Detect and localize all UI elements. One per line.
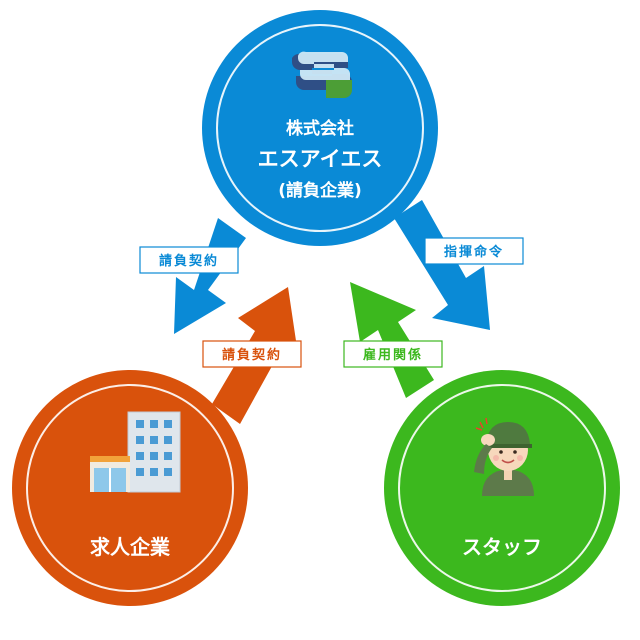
label-contractor-to-client: 請負契約	[139, 246, 239, 274]
label-contractor-to-staff: 指揮命令	[424, 237, 524, 265]
worker-icon	[474, 417, 534, 496]
label-client-to-contractor-text: 請負契約	[222, 347, 282, 363]
arrow-contractor-to-client	[174, 218, 246, 334]
arrow-staff-to-contractor	[350, 282, 434, 398]
client-name: 求人企業	[90, 535, 171, 559]
contractor-line-1: 株式会社	[286, 118, 354, 139]
node-contractor	[202, 10, 438, 246]
contractor-line-2: エスアイエス	[258, 147, 383, 171]
label-staff-to-contractor-text: 雇用関係	[363, 347, 423, 363]
label-client-to-contractor: 請負契約	[202, 340, 302, 368]
arrow-contractor-to-staff	[394, 200, 490, 330]
label-contractor-to-client-text: 請負契約	[159, 253, 219, 269]
contractor-line-3: (請負企業)	[278, 180, 362, 201]
label-contractor-to-staff-text: 指揮命令	[444, 244, 504, 260]
company-logo-icon	[292, 51, 352, 98]
staff-name: スタッフ	[462, 535, 542, 559]
office-building-icon	[90, 411, 181, 493]
label-staff-to-contractor: 雇用関係	[343, 340, 443, 368]
